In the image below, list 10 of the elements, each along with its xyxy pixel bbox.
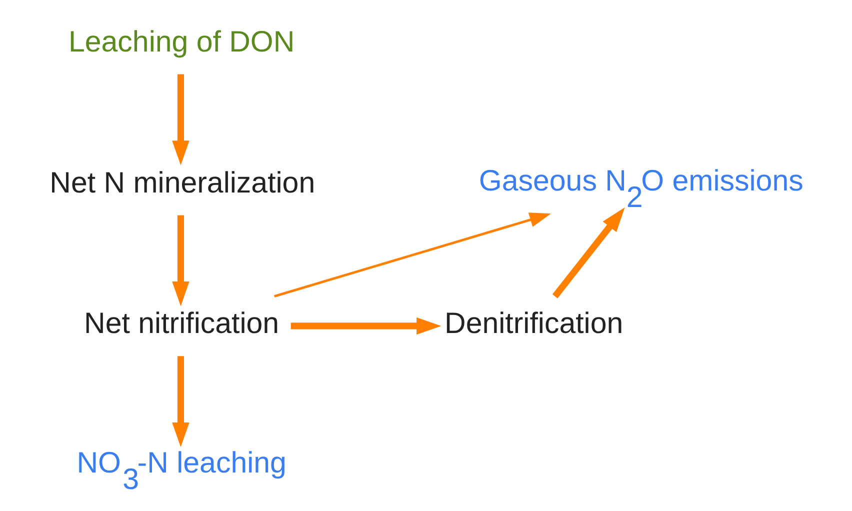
node-text: Denitrification [444, 307, 623, 340]
arrow [172, 356, 189, 448]
node-text: Net nitrification [84, 307, 279, 340]
arrow [290, 317, 441, 335]
node-text: Leaching of DON [68, 25, 294, 58]
arrow [172, 215, 189, 306]
node-text: Net N mineralization [49, 166, 315, 200]
arrow [172, 74, 189, 166]
arrow [552, 207, 624, 298]
arrow [273, 212, 550, 298]
